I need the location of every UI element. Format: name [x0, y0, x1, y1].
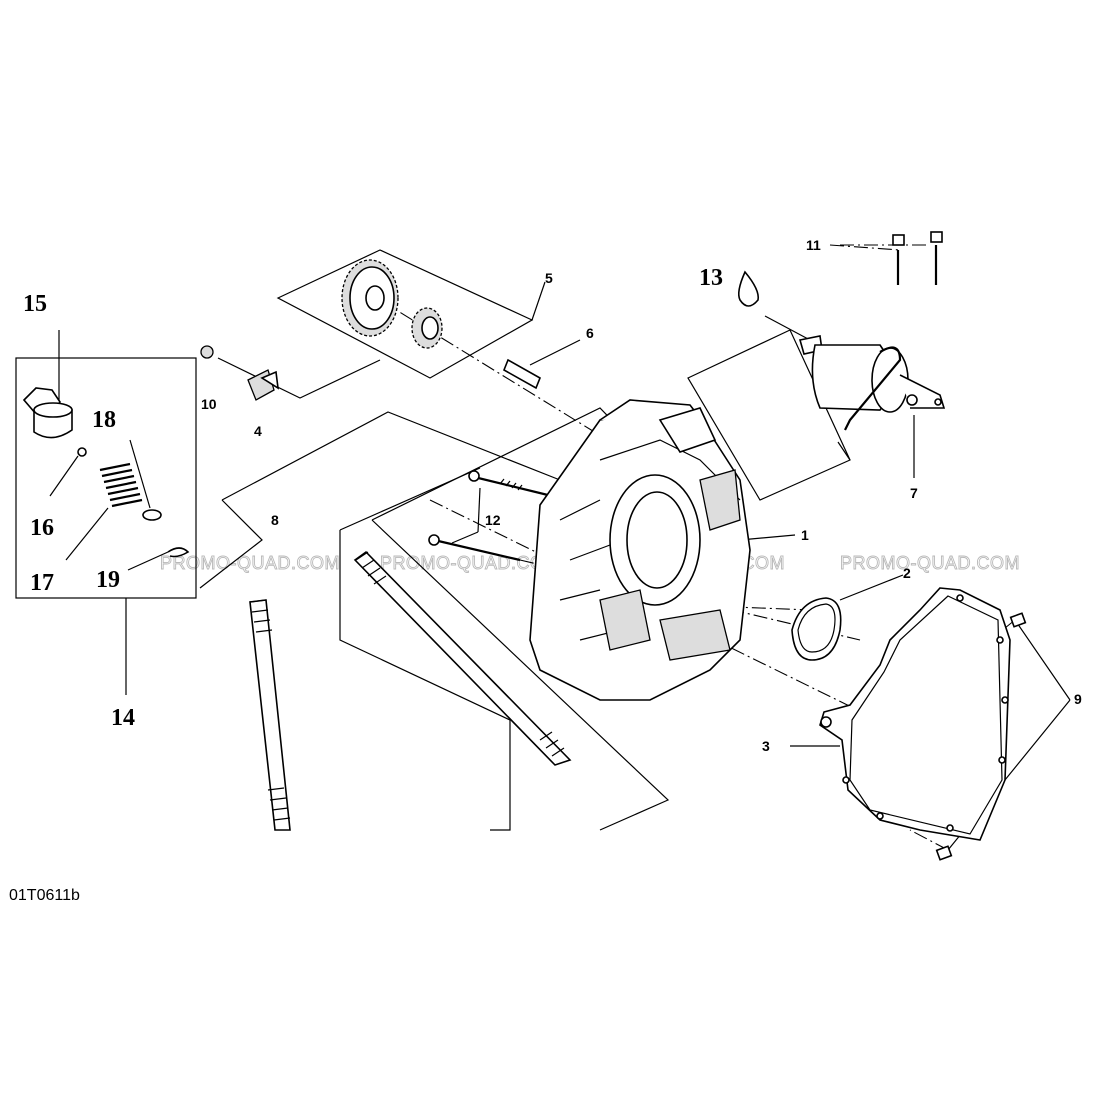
callout-16: 16 — [30, 515, 54, 541]
callout-6: 6 — [586, 325, 594, 341]
stud-8-left — [249, 599, 291, 831]
callout-2: 2 — [903, 565, 911, 581]
callout-14: 14 — [111, 705, 135, 731]
clip-19 — [167, 547, 190, 558]
dowel-pin-6 — [502, 358, 542, 390]
callout-11: 11 — [806, 237, 821, 253]
callout-19: 19 — [96, 567, 120, 593]
ball-16 — [77, 447, 87, 457]
callout-13: 13 — [699, 265, 723, 291]
callout-18: 18 — [92, 407, 116, 433]
diagram-code: 01T0611b — [9, 887, 80, 904]
callout-15: 15 — [23, 291, 47, 317]
bolt-12-upper — [468, 470, 553, 498]
callout-7: 7 — [910, 485, 918, 501]
callout-labels: 1 2 3 4 5 6 7 8 9 10 11 12 13 14 15 16 1… — [23, 237, 1082, 754]
dowels-9 — [935, 612, 1027, 861]
bracket-4 — [247, 369, 280, 401]
callout-5: 5 — [545, 270, 553, 286]
watermark-4: PROMO-QUAD.COM — [840, 553, 1020, 573]
gasket-3 — [819, 587, 1011, 841]
plug-bolt-15 — [22, 387, 73, 439]
oring-2 — [791, 597, 842, 661]
callout-4: 4 — [254, 423, 262, 439]
spring-17 — [65, 462, 143, 561]
kit-frame — [15, 357, 197, 599]
callout-1: 1 — [801, 527, 809, 543]
kit-box-14 — [15, 330, 197, 695]
callout-10: 10 — [201, 396, 217, 412]
callout-17: 17 — [30, 570, 54, 596]
bolt-10 — [200, 345, 214, 359]
watermark-1: PROMO-QUAD.COM — [160, 553, 340, 573]
gear-large-5 — [341, 259, 399, 337]
sealant-drop-13 — [738, 270, 760, 307]
crankcase-1 — [529, 399, 751, 701]
gear-small-5 — [411, 307, 443, 349]
oring-18 — [142, 509, 162, 521]
stud-8-right — [353, 550, 572, 766]
callout-3: 3 — [762, 738, 770, 754]
bolts-11 — [892, 231, 943, 285]
callout-8: 8 — [271, 512, 279, 528]
callout-12: 12 — [485, 512, 501, 528]
starter-motor-7 — [798, 335, 946, 431]
bolt-12-lower — [428, 534, 521, 562]
callout-9: 9 — [1074, 691, 1082, 707]
